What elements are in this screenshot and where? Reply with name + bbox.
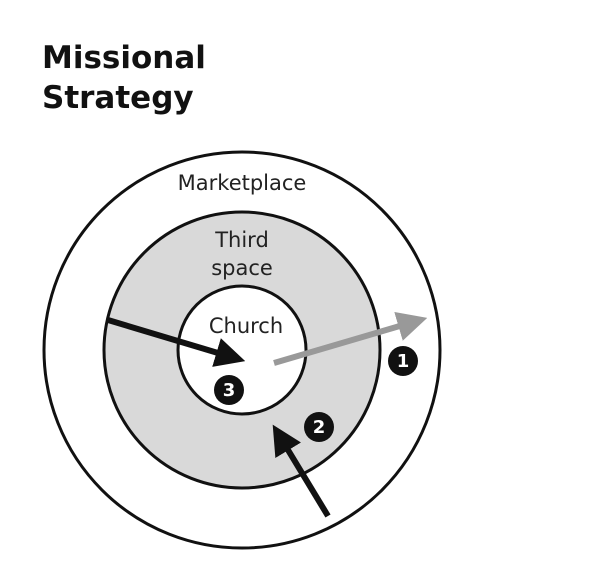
marker-3: 3 — [214, 375, 244, 405]
inward-arrow-to-third-space — [272, 424, 331, 518]
diagram-title: Missional Strategy — [42, 38, 206, 118]
marker-2: 2 — [304, 412, 334, 442]
marketplace-label: Marketplace — [178, 171, 307, 195]
third-space-label-line-1: Third — [214, 228, 269, 252]
marker-1-number: 1 — [397, 351, 410, 372]
inward-arrow-to-church — [107, 317, 246, 367]
marker-2-number: 2 — [313, 417, 326, 438]
third-space-label-line-2: space — [211, 256, 273, 280]
title-line-1: Missional — [42, 40, 206, 76]
marker-1: 1 — [388, 346, 418, 376]
church-label: Church — [209, 314, 283, 338]
marker-3-number: 3 — [223, 380, 236, 401]
outward-arrow — [273, 311, 428, 366]
title-line-2: Strategy — [42, 80, 194, 116]
